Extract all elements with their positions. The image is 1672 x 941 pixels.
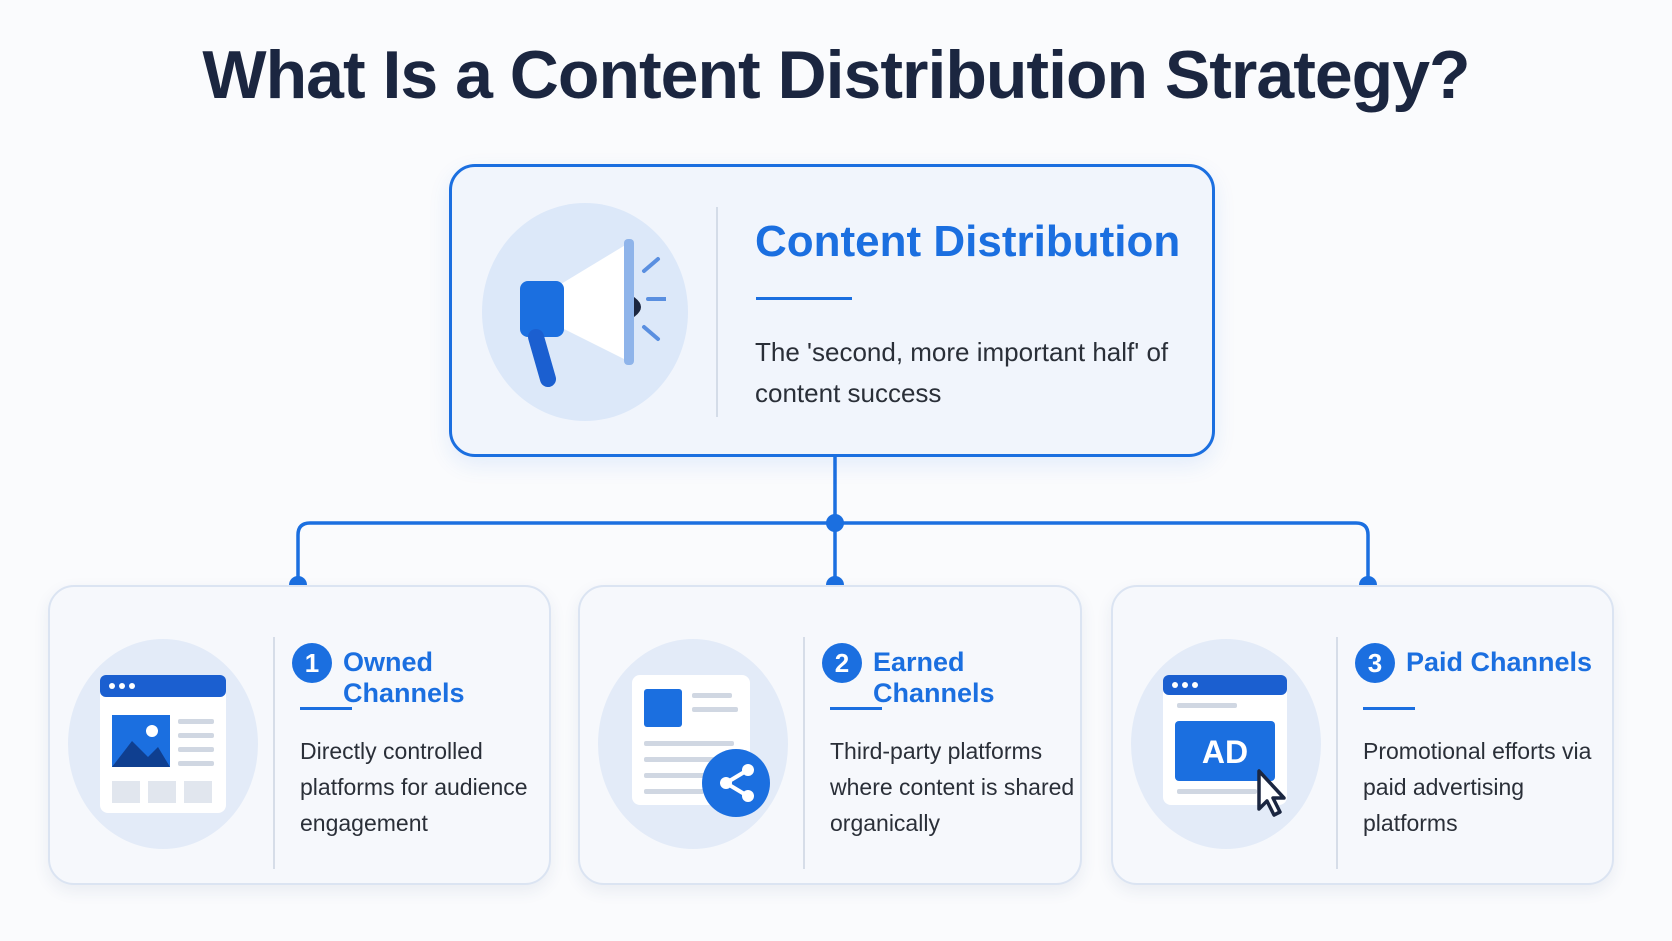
owned-channels-description: Directly controlled platforms for audien… <box>300 738 528 836</box>
card-divider <box>273 637 275 869</box>
content-distribution-box: Content Distribution The 'second, more i… <box>449 164 1215 457</box>
card-divider <box>1336 637 1338 869</box>
ad-icon: AD <box>1163 675 1287 817</box>
owned-channels-heading: Owned Channels <box>343 647 465 708</box>
page-title: What Is a Content Distribution Strategy? <box>202 37 1470 113</box>
website-icon <box>100 675 226 813</box>
ad-icon-text: AD <box>1202 734 1248 770</box>
owned-channels-card: 1 Owned Channels Directly controlled pla… <box>48 585 551 885</box>
paid-channels-card: AD 3 Paid Channels Promotional efforts v… <box>1111 585 1614 885</box>
connector-node-center <box>826 514 844 532</box>
number-badge: 2 <box>822 643 862 683</box>
paid-channels-description: Promotional efforts via paid advertising… <box>1363 738 1592 836</box>
megaphone-icon <box>520 239 666 387</box>
earned-channels-card: 2 Earned Channels Third-party platforms … <box>578 585 1082 885</box>
main-divider <box>716 207 718 417</box>
card-divider <box>803 637 805 869</box>
card-underline <box>1363 707 1415 710</box>
main-heading: Content Distribution <box>755 217 1181 266</box>
main-underline <box>756 297 852 300</box>
card-underline <box>300 707 352 710</box>
earned-channels-description: Third-party platforms where content is s… <box>830 738 1075 836</box>
card-underline <box>830 707 882 710</box>
number-badge: 1 <box>292 643 332 683</box>
share-icon <box>632 675 770 817</box>
paid-channels-heading: Paid Channels <box>1406 647 1593 677</box>
earned-channels-heading: Earned Channels <box>873 647 995 708</box>
number-badge: 3 <box>1355 643 1395 683</box>
main-description: The 'second, more important half' of con… <box>755 337 1169 408</box>
